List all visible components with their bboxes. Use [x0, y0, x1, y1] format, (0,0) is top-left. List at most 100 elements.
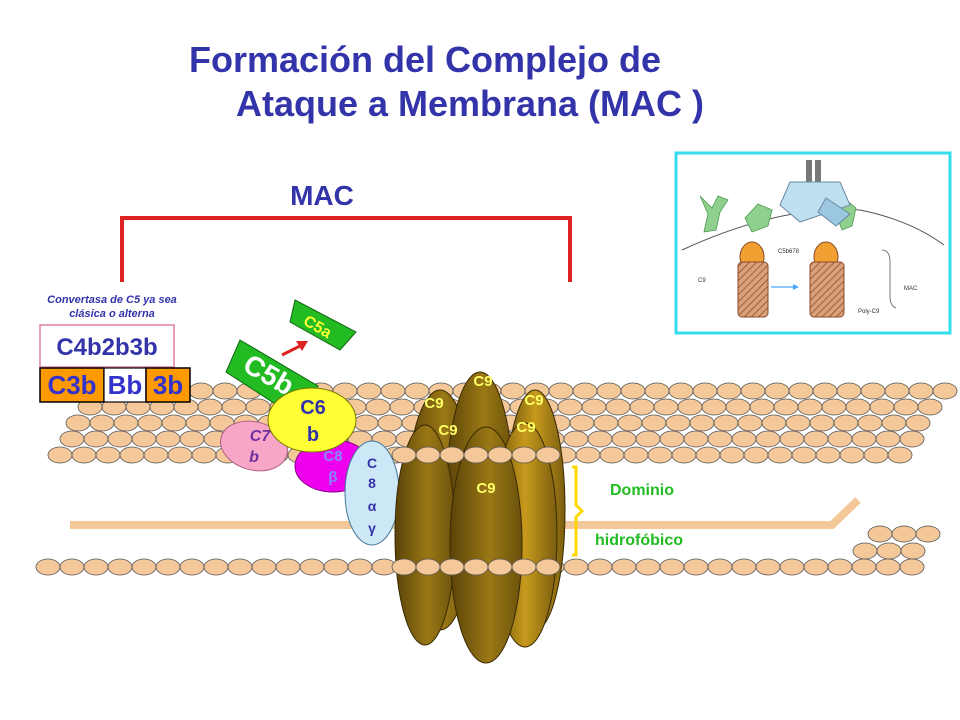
mac-bracket	[120, 216, 572, 282]
c4b2b3b-box	[39, 324, 175, 368]
lipid-head	[695, 446, 721, 464]
lipid-head	[89, 414, 115, 432]
inset-c9-label: C9	[698, 278, 706, 284]
convertasa-note-line-2: clásica o alterna	[69, 308, 155, 320]
lipid-head	[887, 446, 913, 464]
lipid-head	[59, 558, 85, 576]
lipid-head	[875, 558, 901, 576]
lipid-head	[761, 414, 787, 432]
lipid-head	[860, 382, 886, 400]
lipid-head	[749, 398, 775, 416]
lipid-head	[875, 430, 901, 448]
inset-bracket	[881, 249, 897, 309]
lipid-head	[83, 430, 109, 448]
lipid-head	[713, 414, 739, 432]
lipid-head	[915, 525, 941, 543]
c3b-right-label: 3b	[153, 370, 183, 400]
lipid-head	[605, 398, 631, 416]
lipid-head	[791, 446, 817, 464]
hydrophobic-label-1: Dominio	[610, 482, 674, 499]
c6b-component	[267, 387, 357, 453]
c3b-left-label: C3b	[47, 370, 96, 400]
lipid-head	[917, 398, 943, 416]
lipid-head	[143, 446, 169, 464]
c9-label-1: C9	[473, 373, 492, 390]
lipid-head	[851, 430, 877, 448]
lipid-head	[563, 558, 589, 576]
lipid-head	[83, 558, 109, 576]
lipid-head	[851, 558, 877, 576]
lipid-head	[511, 558, 537, 576]
c3b-right-box	[145, 367, 191, 403]
lipid-head	[788, 382, 814, 400]
lipid-head	[876, 542, 902, 560]
lipid-head	[644, 382, 670, 400]
lipid-head	[587, 430, 613, 448]
lipid-head	[611, 558, 637, 576]
c5a-arrow	[281, 343, 303, 357]
c4b2b3b-label: C4b2b3b	[56, 334, 157, 361]
c7b-label-2: b	[249, 449, 259, 466]
lipid-head	[535, 446, 561, 464]
lipid-head	[599, 446, 625, 464]
lipid-head	[71, 446, 97, 464]
lipid-head	[668, 382, 694, 400]
lipid-head	[439, 558, 465, 576]
lipid-head	[812, 382, 838, 400]
lipid-head	[65, 414, 91, 432]
lipid-head	[415, 558, 441, 576]
lipid-head	[596, 382, 622, 400]
lipid-head	[35, 558, 61, 576]
lipid-head	[227, 558, 253, 576]
lipid-head	[701, 398, 727, 416]
lipid-head	[719, 446, 745, 464]
lipid-head	[587, 558, 613, 576]
mac-label: MAC	[290, 180, 354, 211]
lipid-head	[899, 558, 925, 576]
lipid-head	[659, 430, 685, 448]
lipid-head	[908, 382, 934, 400]
lipid-head	[353, 414, 379, 432]
lipid-head	[617, 414, 643, 432]
lipid-head	[569, 414, 595, 432]
lipid-head	[884, 382, 910, 400]
lipid-head	[764, 382, 790, 400]
lipid-head	[707, 430, 733, 448]
c7b-component	[220, 420, 288, 472]
lipid-head	[891, 525, 917, 543]
lipid-head	[932, 382, 958, 400]
lipid-head	[107, 558, 133, 576]
c9-segment-front-center	[449, 426, 523, 664]
lipid-head	[131, 430, 157, 448]
pore-lipid-overlay	[391, 446, 561, 576]
lipid-head	[59, 430, 85, 448]
lipid-head	[439, 446, 465, 464]
convertasa-note-line-1: Convertasa de C5 ya sea	[47, 294, 177, 306]
title-line-1: Formación del Complejo de	[188, 39, 662, 80]
lipid-head	[179, 430, 205, 448]
lipid-head	[463, 558, 489, 576]
lipid-head	[659, 558, 685, 576]
lipid-head	[755, 558, 781, 576]
lipid-head	[731, 430, 757, 448]
c8ag-label-3: α	[368, 498, 377, 514]
lipid-head	[692, 382, 718, 400]
lipid-head	[389, 398, 415, 416]
lipid-head	[119, 446, 145, 464]
lipid-head	[188, 382, 214, 400]
lipid-head	[797, 398, 823, 416]
lipid-head	[623, 446, 649, 464]
lipid-head	[665, 414, 691, 432]
lipid-head	[900, 542, 926, 560]
lipid-head	[827, 558, 853, 576]
lipid-head	[415, 446, 441, 464]
inset-figure: C5b678 C9 MAC Poly-C9	[674, 151, 952, 335]
lipid-head	[593, 414, 619, 432]
lipid-head	[683, 558, 709, 576]
lipid-head	[827, 430, 853, 448]
c9-label-3: C9	[524, 392, 543, 409]
lipid-head	[653, 398, 679, 416]
lipid-head	[731, 558, 757, 576]
lipid-head	[740, 382, 766, 400]
